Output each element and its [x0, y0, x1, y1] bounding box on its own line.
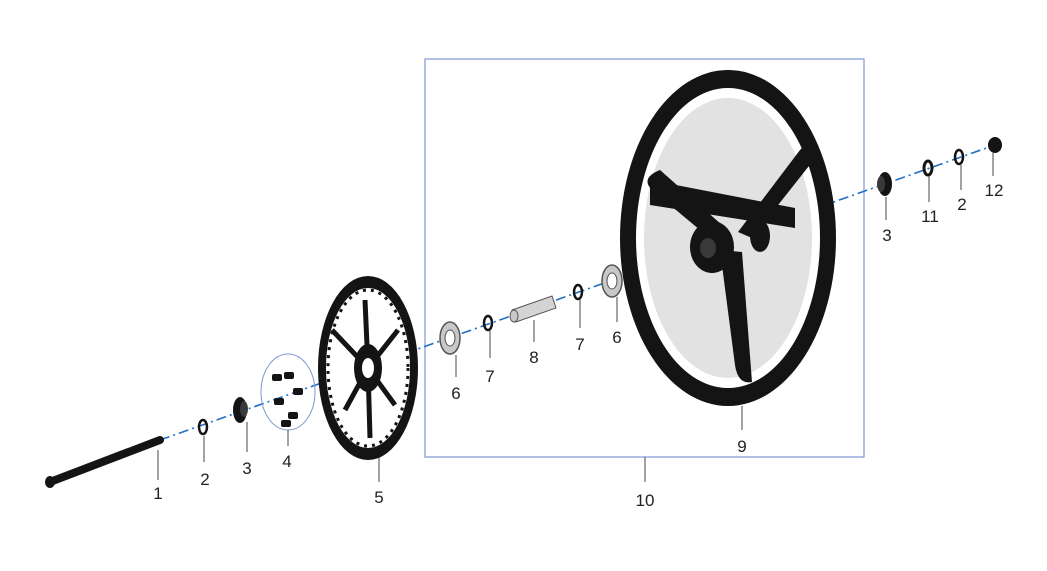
callout-wheel: 9 — [737, 437, 746, 456]
wheel-part — [620, 70, 836, 406]
washer-part — [922, 159, 934, 177]
callout-brake-disc: 5 — [374, 488, 383, 507]
axle-part — [45, 436, 164, 488]
nut-part — [988, 137, 1002, 153]
callout-washer: 11 — [921, 207, 939, 226]
washer-part — [572, 283, 584, 301]
callout-nut: 12 — [985, 181, 1004, 200]
callout-bolts: 4 — [282, 452, 291, 471]
leader-lines — [157, 153, 994, 482]
washer-part — [197, 418, 209, 436]
callout-sleeve: 8 — [529, 348, 538, 367]
callout-washer: 2 — [957, 195, 966, 214]
callout-axle: 1 — [153, 484, 162, 503]
callout-spacer-cap: 3 — [882, 226, 891, 245]
washer-part — [953, 148, 965, 166]
brake-disc-part — [318, 276, 418, 460]
spacer-cap-part — [877, 172, 892, 196]
callout-washer: 7 — [485, 367, 494, 386]
callout-spacer-cap: 3 — [242, 459, 251, 478]
sleeve-part — [509, 295, 557, 323]
bolts-part — [260, 353, 316, 431]
axis-centerline — [159, 144, 996, 441]
callout-washer: 2 — [200, 470, 209, 489]
washer-part — [482, 314, 494, 332]
spacer-cap-part — [233, 397, 248, 423]
callout-bearing: 6 — [451, 384, 460, 403]
bearing-part — [439, 321, 461, 355]
callout-bearing: 6 — [612, 328, 621, 347]
bearing-part — [601, 264, 623, 298]
callout-washer: 7 — [575, 335, 584, 354]
callout-assembly: 10 — [636, 491, 655, 510]
